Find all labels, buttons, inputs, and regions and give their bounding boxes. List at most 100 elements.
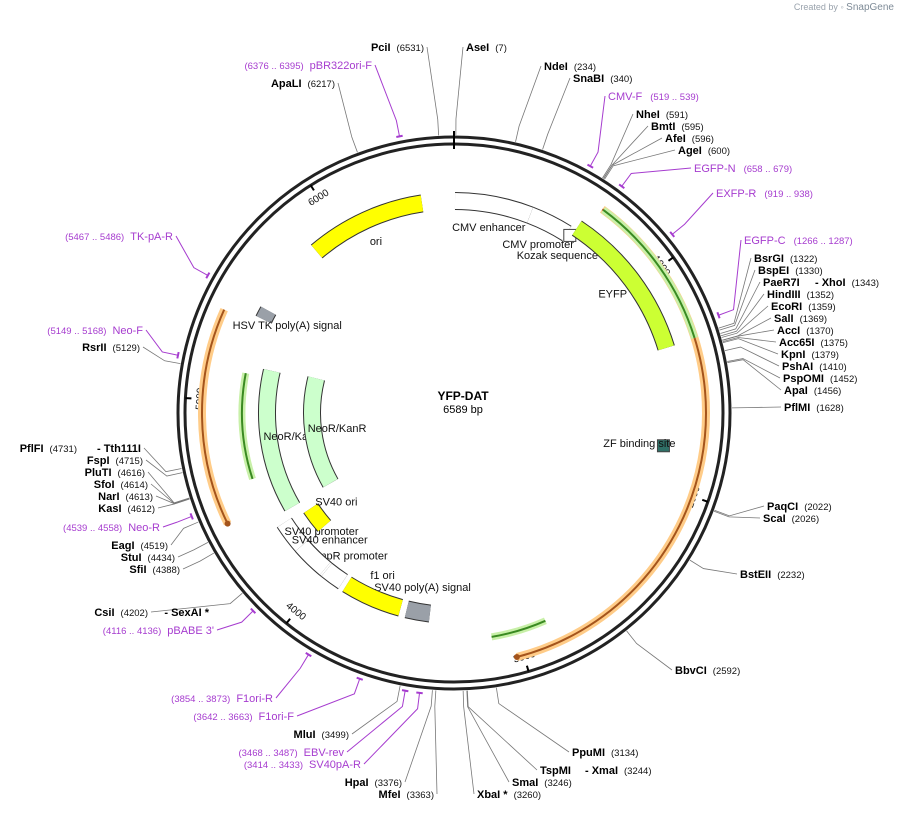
- enzyme-leader-line: [720, 281, 761, 334]
- primer-name: F1ori-R: [236, 693, 273, 705]
- enzyme-position: (4715): [116, 456, 143, 467]
- enzyme-name: NdeI: [544, 61, 568, 73]
- primer-position: (919 .. 938): [764, 189, 813, 200]
- enzyme-label: XbaI *(3260): [477, 789, 541, 801]
- enzyme-label: SfiI(4388): [129, 564, 180, 576]
- enzyme-leader-line: [713, 510, 761, 519]
- feature-arc: [321, 563, 348, 589]
- enzyme-leader-line: [147, 471, 190, 504]
- primer-bar: [250, 607, 257, 614]
- enzyme-label: ApaLI(6217): [271, 78, 335, 90]
- plasmid-length: 6589 bp: [443, 404, 483, 416]
- enzyme-name: AgeI: [678, 145, 702, 157]
- enzyme-position: (1359): [808, 302, 835, 313]
- feature-label: SV40 promoter: [285, 526, 359, 538]
- enzyme-name: BbvCI: [675, 665, 707, 677]
- enzyme-name: EagI: [111, 540, 134, 552]
- primer-name: CMV-F: [608, 91, 643, 103]
- enzyme-label: - Tth111I: [97, 443, 141, 455]
- primer-leader-line: [175, 235, 209, 276]
- enzyme-leader-line: [143, 447, 182, 473]
- enzyme-position: (340): [610, 74, 632, 85]
- feature-label: ZF binding site: [603, 438, 675, 450]
- enzyme-name: PspOMI: [783, 373, 824, 385]
- primer-position: (3414 .. 3433): [244, 760, 303, 771]
- enzyme-label: BspEI(1330): [758, 265, 823, 277]
- orf-arcs: [198, 206, 710, 661]
- enzyme-label: SmaI(3246): [512, 777, 572, 789]
- green-orf-arc-line: [491, 619, 546, 638]
- enzyme-leader-line: [722, 317, 772, 341]
- enzyme-position: (1375): [820, 338, 847, 349]
- feature-arc: [304, 376, 338, 488]
- primer-leader-line: [216, 610, 254, 631]
- credit: Created by ◦ SnapGene: [794, 2, 894, 13]
- primer-leader-line: [621, 167, 692, 187]
- primer-position: (3854 .. 3873): [171, 694, 230, 705]
- enzyme-name: ScaI: [763, 513, 786, 525]
- enzyme-label: ScaI(2026): [763, 513, 819, 525]
- enzyme-label: MfeI(3363): [379, 789, 434, 801]
- primer-bar: [396, 134, 403, 138]
- enzyme-label: PciI(6531): [371, 42, 424, 54]
- enzyme-leader-line: [542, 77, 571, 150]
- enzyme-leader-line: [724, 346, 780, 367]
- enzyme-name: PaqCI: [767, 501, 798, 513]
- primer-leader-line: [374, 64, 400, 137]
- enzyme-leader-line: [455, 46, 464, 136]
- feature-label: Kozak sequence: [517, 250, 598, 262]
- enzyme-leader-line: [727, 358, 781, 379]
- primer-position: (5149 .. 5168): [47, 326, 106, 337]
- enzyme-position: (595): [681, 122, 703, 133]
- primer-label: (5467 .. 5486)TK-pA-R: [65, 231, 173, 243]
- enzyme-leader-line: [177, 542, 209, 558]
- primer-bar: [205, 272, 211, 279]
- primer-bar: [176, 351, 180, 359]
- primer-leader-line: [145, 329, 179, 356]
- enzyme-leader-line: [603, 137, 663, 179]
- tick-mark: [525, 665, 530, 672]
- feature-arc: [259, 369, 300, 511]
- primer-name: Neo-F: [112, 325, 143, 337]
- enzyme-name: PpuMI: [572, 747, 605, 759]
- enzyme-position: (5129): [113, 343, 140, 354]
- enzyme-position: (2022): [804, 502, 831, 513]
- enzyme-label: AseI(7): [466, 42, 507, 54]
- enzyme-name: BmtI: [651, 121, 675, 133]
- enzyme-position: (7): [495, 43, 507, 54]
- enzyme-leader-line: [404, 690, 433, 783]
- enzyme-label: EagI(4519): [111, 540, 168, 552]
- primer-leader-line: [346, 690, 406, 753]
- enzyme-leader-line: [719, 269, 756, 331]
- enzyme-label: KasI(4612): [98, 503, 155, 515]
- tick-mark: [285, 618, 291, 625]
- enzyme-name: PaeR7I: [763, 277, 800, 289]
- enzyme-label: NarI(4613): [98, 491, 153, 503]
- enzyme-name: NheI: [636, 109, 660, 121]
- primer-label: CMV-F(519 .. 539): [608, 91, 699, 103]
- primer-position: (658 .. 679): [744, 164, 793, 175]
- enzyme-position: (1452): [830, 374, 857, 385]
- orf-arc: [515, 206, 710, 661]
- feature-label: CMV enhancer: [452, 222, 526, 234]
- enzyme-name: ApaLI: [271, 78, 302, 90]
- credit-brand: SnapGene: [846, 2, 894, 13]
- enzyme-name: AfeI: [665, 133, 686, 145]
- feature-label: SV40 poly(A) signal: [374, 582, 471, 594]
- enzyme-position: (4613): [126, 492, 153, 503]
- feature-label: f1 ori: [370, 570, 394, 582]
- orf-arc-line: [201, 309, 229, 525]
- primer-label: (6376 .. 6395)pBR322ori-F: [244, 60, 372, 72]
- primer-label: EGFP-N(658 .. 679): [694, 163, 792, 175]
- enzyme-name: PciI: [371, 42, 391, 54]
- enzyme-label: ApaI(1456): [784, 385, 841, 397]
- enzyme-name: - XmaI: [585, 765, 618, 777]
- enzyme-label: PluTI(4616): [85, 467, 145, 479]
- enzyme-label: RsrII(5129): [82, 342, 140, 354]
- snapgene-logo-icon: ◦: [840, 2, 844, 12]
- enzyme-position: (1370): [806, 326, 833, 337]
- enzyme-leader-line: [722, 329, 775, 341]
- restriction-sites: PciI(6531)AseI(7)ApaLI(6217)NdeI(234)Sna…: [20, 42, 879, 801]
- enzyme-name: BstEII: [740, 569, 771, 581]
